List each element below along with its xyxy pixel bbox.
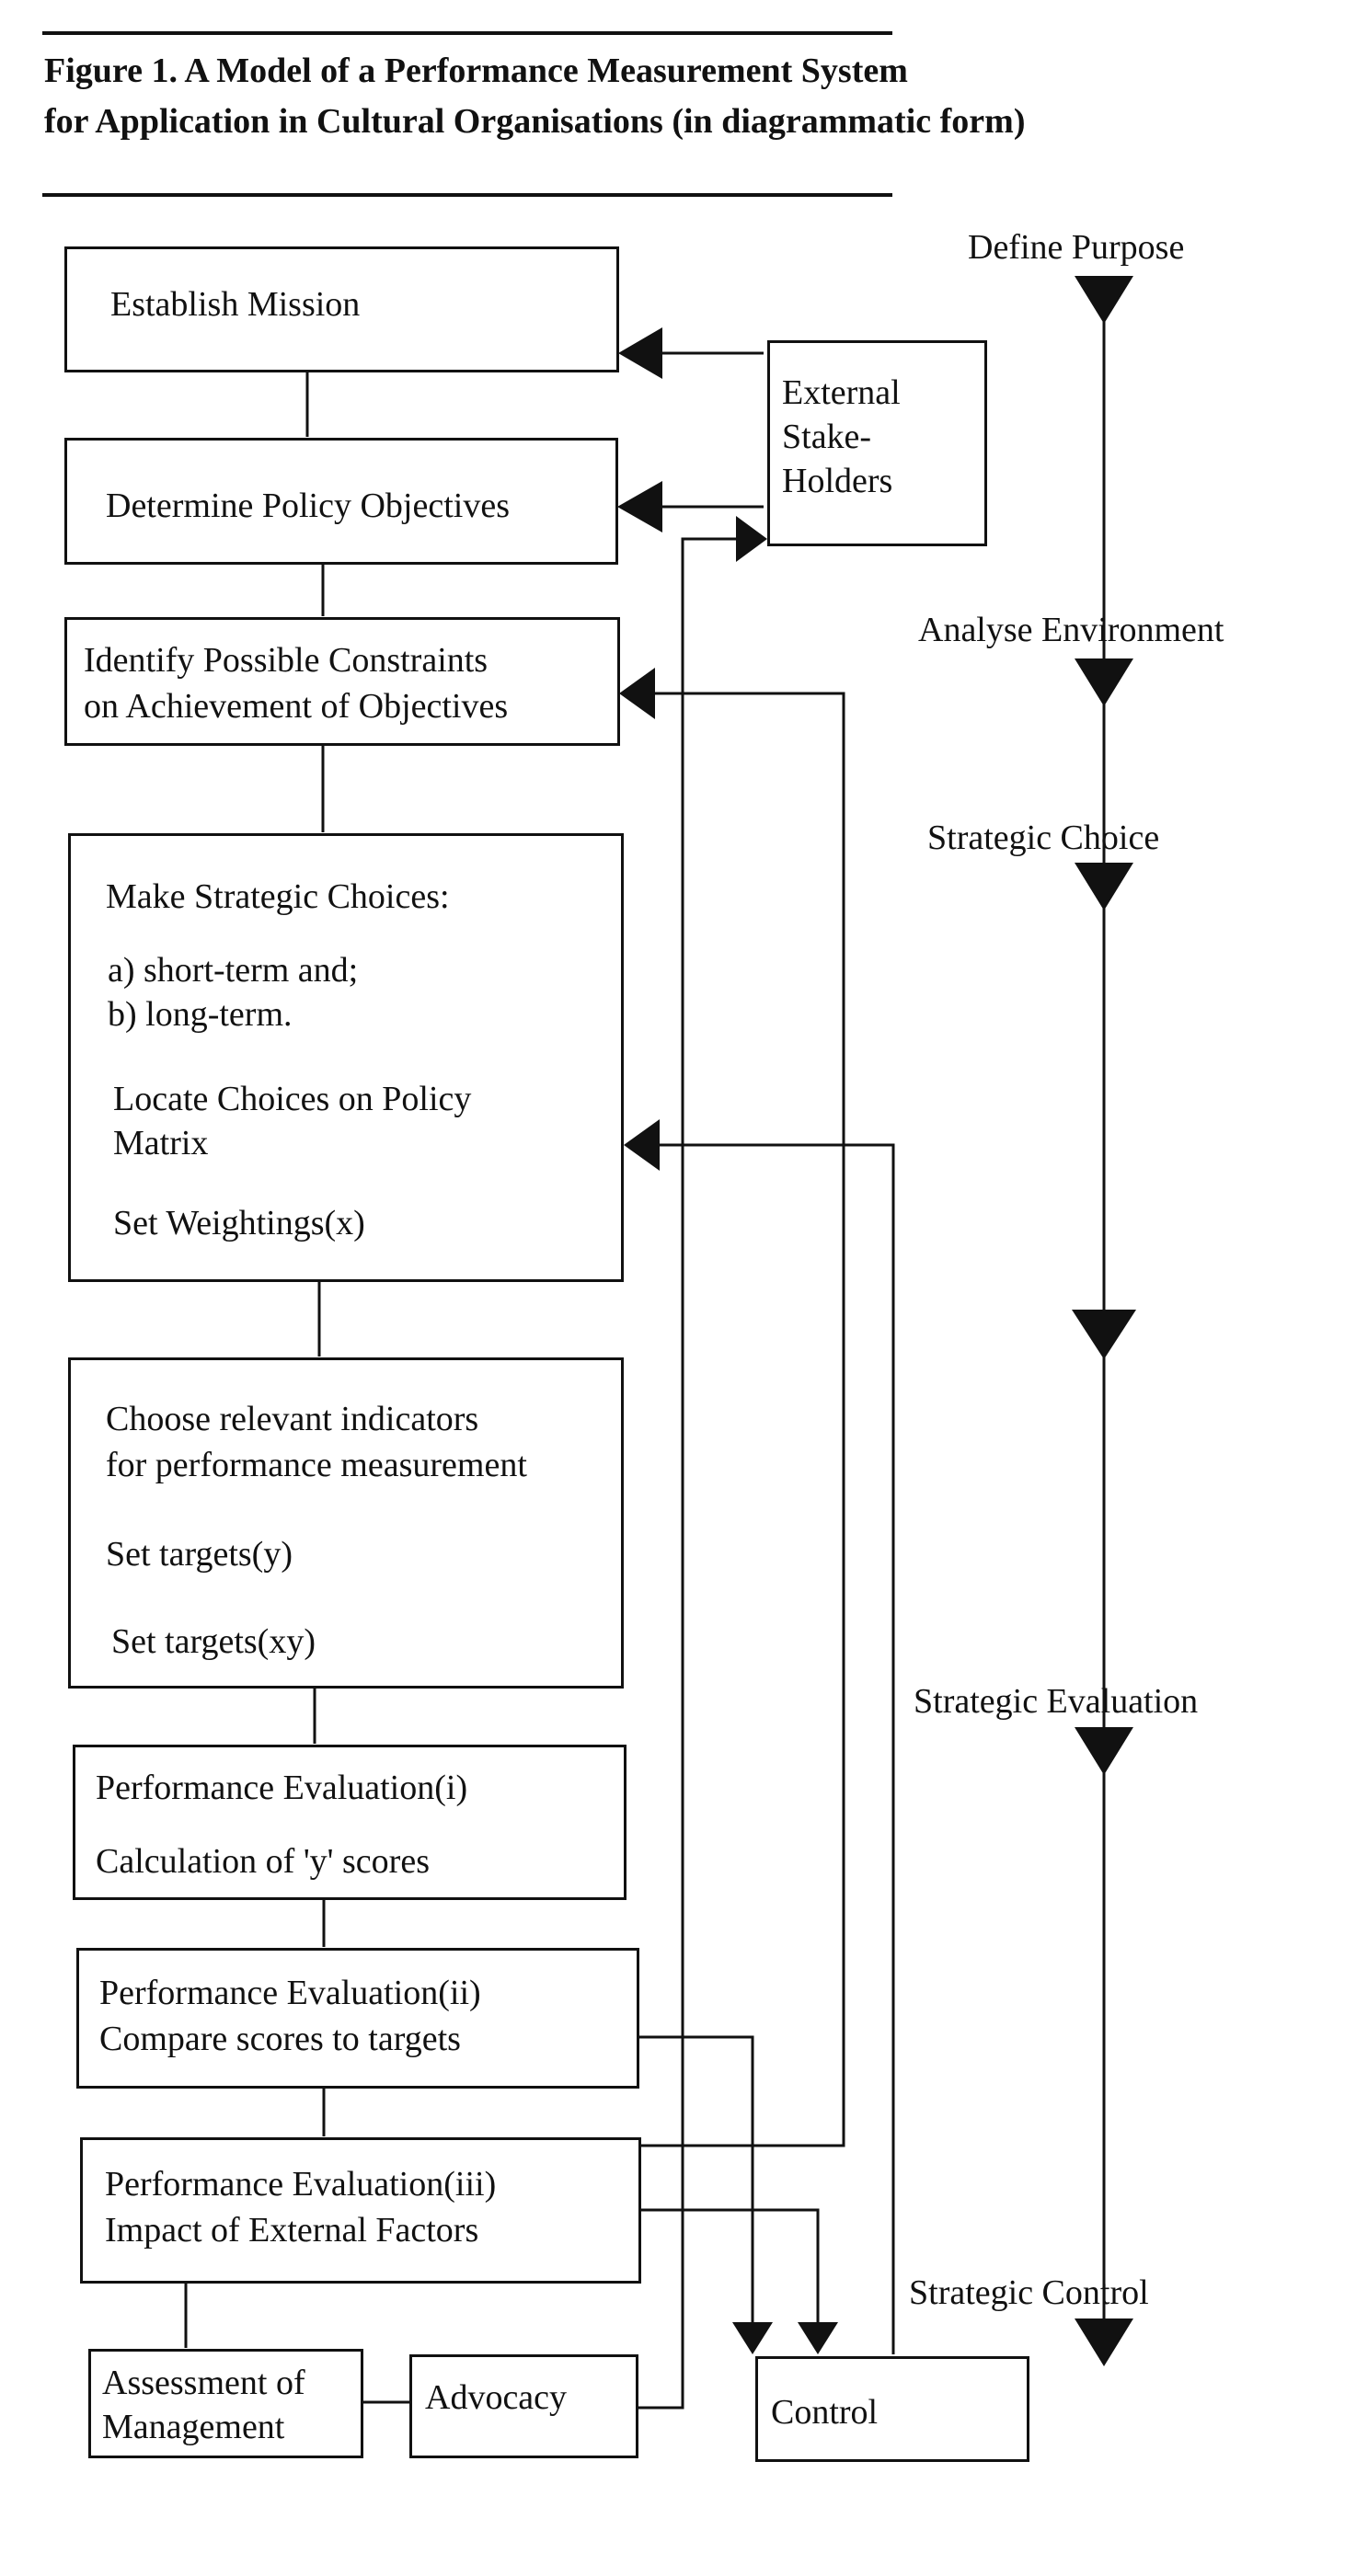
stage-strategic-evaluation: Strategic Evaluation xyxy=(914,1682,1199,1721)
stakeholders-line-1: External xyxy=(782,373,901,412)
perf-eval-iii-box: Performance Evaluation(iii) Impact of Ex… xyxy=(80,2137,641,2284)
figure-title-line-2: for Application in Cultural Organisation… xyxy=(44,102,1026,141)
arrow-into-stakeholders xyxy=(736,516,767,562)
indicators-line-4: Set targets(xy) xyxy=(111,1622,316,1661)
policy-objectives-label: Determine Policy Objectives xyxy=(106,487,510,525)
perf-eval-i-line-1: Performance Evaluation(i) xyxy=(96,1769,468,1807)
link-advocacy-stakeholders xyxy=(638,537,736,2410)
strategic-line-4: Locate Choices on Policy xyxy=(113,1080,472,1118)
advocacy-label: Advocacy xyxy=(425,2378,568,2417)
perf-eval-ii-box: Performance Evaluation(ii) Compare score… xyxy=(76,1948,639,2089)
constraints-line-2: on Achievement of Objectives xyxy=(84,687,509,726)
strategic-choices-box: Make Strategic Choices: a) short-term an… xyxy=(68,833,624,1282)
policy-objectives-box: Determine Policy Objectives xyxy=(64,438,618,565)
stage-marker-define-purpose xyxy=(1075,276,1133,324)
perf-eval-i-box: Performance Evaluation(i) Calculation of… xyxy=(73,1745,627,1900)
perf-eval-i-line-2: Calculation of 'y' scores xyxy=(96,1842,430,1881)
stakeholders-box: External Stake- Holders xyxy=(767,340,987,546)
constraints-box: Identify Possible Constraints on Achieve… xyxy=(64,617,620,746)
bottom-rule xyxy=(42,193,892,197)
constraints-line-1: Identify Possible Constraints xyxy=(84,641,489,680)
establish-mission-box: Establish Mission xyxy=(64,246,619,372)
control-label: Control xyxy=(771,2393,879,2432)
link-perf3-control xyxy=(641,2208,820,2322)
figure-title: Figure 1. A Model of a Performance Measu… xyxy=(44,46,1025,147)
strategic-line-3: b) long-term. xyxy=(108,995,293,1034)
indicators-line-2: for performance measurement xyxy=(106,1446,527,1484)
assessment-line-2: Management xyxy=(102,2408,285,2446)
arrow-control-from-perf3 xyxy=(798,2322,838,2354)
stage-strategic-control: Strategic Control xyxy=(909,2273,1149,2312)
arrow-into-mission xyxy=(618,327,662,379)
advocacy-box: Advocacy xyxy=(409,2354,638,2458)
indicators-box: Choose relevant indicators for performan… xyxy=(68,1357,624,1689)
assessment-line-1: Assessment of xyxy=(102,2364,305,2402)
perf-eval-ii-line-2: Compare scores to targets xyxy=(99,2020,461,2058)
stakeholders-line-3: Holders xyxy=(782,462,893,500)
strategic-line-6: Set Weightings(x) xyxy=(113,1204,365,1242)
assessment-management-box: Assessment of Management xyxy=(88,2349,363,2458)
control-box: Control xyxy=(755,2356,1029,2462)
link-perf3-constraints xyxy=(641,692,845,2147)
indicators-line-1: Choose relevant indicators xyxy=(106,1400,479,1438)
establish-mission-label: Establish Mission xyxy=(110,285,361,324)
stage-marker-midpoint xyxy=(1072,1310,1136,1359)
figure-title-line-1: Figure 1. A Model of a Performance Measu… xyxy=(44,52,908,90)
top-rule xyxy=(42,31,892,35)
arrow-into-constraints xyxy=(619,668,655,719)
strategic-line-1: Make Strategic Choices: xyxy=(106,877,450,916)
perf-eval-ii-line-1: Performance Evaluation(ii) xyxy=(99,1974,481,2012)
perf-eval-iii-line-1: Performance Evaluation(iii) xyxy=(105,2165,497,2204)
strategic-line-5: Matrix xyxy=(113,1124,209,1162)
stage-marker-strategic-control xyxy=(1075,2318,1133,2366)
arrow-into-policy xyxy=(617,481,662,532)
link-perf2-control xyxy=(639,2035,754,2322)
stage-marker-analyse-environment xyxy=(1075,658,1133,706)
stage-analyse-environment: Analyse Environment xyxy=(918,611,1224,649)
link-control-strategic xyxy=(660,1143,895,2354)
stage-marker-strategic-evaluation xyxy=(1075,1727,1133,1775)
stage-strategic-choice: Strategic Choice xyxy=(927,819,1160,857)
stage-marker-strategic-choice xyxy=(1075,863,1133,910)
indicators-line-3: Set targets(y) xyxy=(106,1535,293,1574)
strategic-line-2: a) short-term and; xyxy=(108,951,359,990)
perf-eval-iii-line-2: Impact of External Factors xyxy=(105,2211,479,2250)
arrow-into-strategic xyxy=(624,1119,660,1171)
stage-define-purpose: Define Purpose xyxy=(968,228,1185,267)
stakeholders-line-2: Stake- xyxy=(782,418,872,456)
arrow-control-from-perf2 xyxy=(732,2322,773,2354)
